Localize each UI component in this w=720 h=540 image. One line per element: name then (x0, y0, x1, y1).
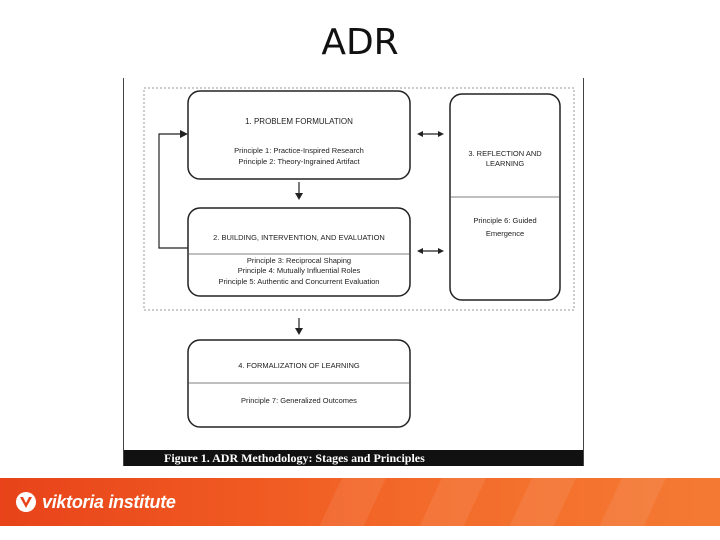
stage-1-title: 1. PROBLEM FORMULATION (245, 117, 353, 126)
figure-caption: Figure 1. ADR Methodology: Stages and Pr… (124, 450, 583, 466)
stage-2-title: 2. BUILDING, INTERVENTION, AND EVALUATIO… (213, 233, 385, 242)
footer-bar: viktoria institute (0, 478, 720, 526)
arrow-1-to-2-head (295, 193, 303, 200)
double-arrow-top-right (438, 131, 444, 137)
footer-stripe (410, 478, 490, 526)
principle-6-line-2: Emergence (486, 229, 524, 238)
principle-6-line-1: Principle 6: Guided (473, 216, 536, 225)
viktoria-logo: viktoria institute (14, 490, 176, 514)
iteration-frame (143, 87, 575, 311)
principle-7: Principle 7: Generalized Outcomes (241, 396, 357, 405)
footer-stripe (310, 478, 390, 526)
footer-stripe (500, 478, 580, 526)
double-arrow-bottom-right (438, 248, 444, 254)
adr-figure: 1. PROBLEM FORMULATION Principle 1: Prac… (123, 78, 584, 466)
loop-back-arrow-head (180, 130, 188, 138)
loop-back-arrow (158, 133, 188, 249)
slide-title: ADR (321, 22, 399, 63)
stage-3-title-line-2: LEARNING (486, 159, 525, 168)
stage-3-title-line-1: 3. REFLECTION AND (468, 149, 542, 158)
principle-5: Principle 5: Authentic and Concurrent Ev… (219, 277, 380, 286)
footer-stripe (590, 478, 670, 526)
principle-2: Principle 2: Theory-Ingrained Artifact (238, 157, 360, 166)
principle-1: Principle 1: Practice-Inspired Research (234, 146, 364, 155)
double-arrow-bottom-left (417, 248, 423, 254)
stage-4-box (187, 339, 411, 428)
viktoria-logo-text: viktoria institute (42, 491, 176, 512)
viktoria-logo-icon (16, 492, 36, 512)
stage-4-title: 4. FORMALIZATION OF LEARNING (238, 361, 360, 370)
stage-2-box (187, 207, 411, 297)
double-arrow-top-left (417, 131, 423, 137)
adr-diagram: 1. PROBLEM FORMULATION Principle 1: Prac… (143, 87, 575, 428)
stage-1-box (187, 90, 411, 180)
arrow-to-4-head (295, 328, 303, 335)
principle-3: Principle 3: Reciprocal Shaping (247, 256, 351, 265)
principle-4: Principle 4: Mutually Influential Roles (238, 266, 361, 275)
